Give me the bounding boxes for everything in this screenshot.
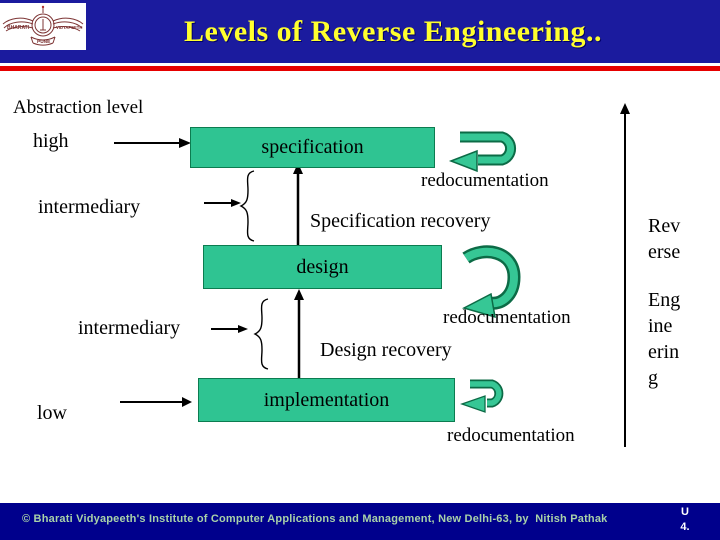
copyright-text: © Bharati Vidyapeeth's Institute of Comp…: [22, 513, 608, 525]
specification-box-label: specification: [261, 136, 364, 158]
intermediary1-arrow: [204, 199, 241, 207]
intermediary2-brace: [253, 298, 269, 370]
implementation-box-label: implementation: [263, 388, 390, 411]
institution-logo: BHARATI VIDYAPEETH PUNE: [0, 3, 86, 50]
reverse-engineering-line: ine: [648, 315, 673, 337]
level-high-label: high: [33, 130, 69, 152]
reverse-engineering-line: erin: [648, 341, 680, 363]
reverse-engineering-line: Rev: [648, 215, 681, 237]
specification-recovery-label: Specification recovery: [310, 210, 491, 232]
level-intermediary2-label: intermediary: [78, 317, 181, 339]
footer-bar: © Bharati Vidyapeeth's Institute of Comp…: [0, 503, 720, 540]
level-intermediary1-label: intermediary: [38, 196, 141, 218]
reverse-engineering-label: Rev erse Eng ine erin g: [648, 213, 698, 391]
logo-left-wing-text: BHARATI: [7, 25, 30, 31]
design-box-label: design: [296, 255, 349, 278]
design-recovery-arrow: [294, 289, 304, 378]
low-arrow: [120, 397, 192, 407]
implementation-box: implementation: [198, 378, 455, 422]
redocumentation1-loop-icon: [448, 131, 516, 173]
specification-box: specification: [190, 127, 435, 168]
unit-line2: 4.: [680, 521, 690, 533]
redocumentation1-label: redocumentation: [421, 170, 549, 191]
abstraction-level-label: Abstraction level: [13, 97, 144, 118]
level-low-label: low: [37, 402, 67, 424]
redocumentation3-loop-icon: [460, 379, 504, 413]
specification-recovery-arrow: [293, 163, 303, 245]
reverse-engineering-axis-arrow: [620, 103, 630, 447]
unit-line1: U: [681, 506, 689, 518]
intermediary1-brace: [239, 170, 255, 242]
slide-title: Levels of Reverse Engineering..: [184, 14, 602, 48]
reverse-engineering-line: g: [648, 367, 658, 389]
logo-banner-text: PUNE: [37, 39, 51, 45]
high-arrow: [114, 138, 191, 148]
header-divider: [0, 66, 720, 71]
unit-badge: U 4.: [672, 505, 698, 535]
design-recovery-label: Design recovery: [320, 339, 452, 361]
redocumentation2-label: redocumentation: [443, 307, 571, 328]
header-bar: BHARATI VIDYAPEETH PUNE Levels of Revers…: [0, 0, 720, 63]
redocumentation3-label: redocumentation: [447, 425, 575, 446]
intermediary2-arrow: [211, 325, 248, 333]
reverse-engineering-line: Eng: [648, 289, 681, 311]
design-box: design: [203, 245, 442, 289]
bharati-vidyapeeth-emblem-icon: BHARATI VIDYAPEETH PUNE: [2, 5, 84, 46]
logo-right-wing-text: VIDYAPEETH: [56, 25, 82, 30]
reverse-engineering-line: erse: [648, 241, 681, 263]
